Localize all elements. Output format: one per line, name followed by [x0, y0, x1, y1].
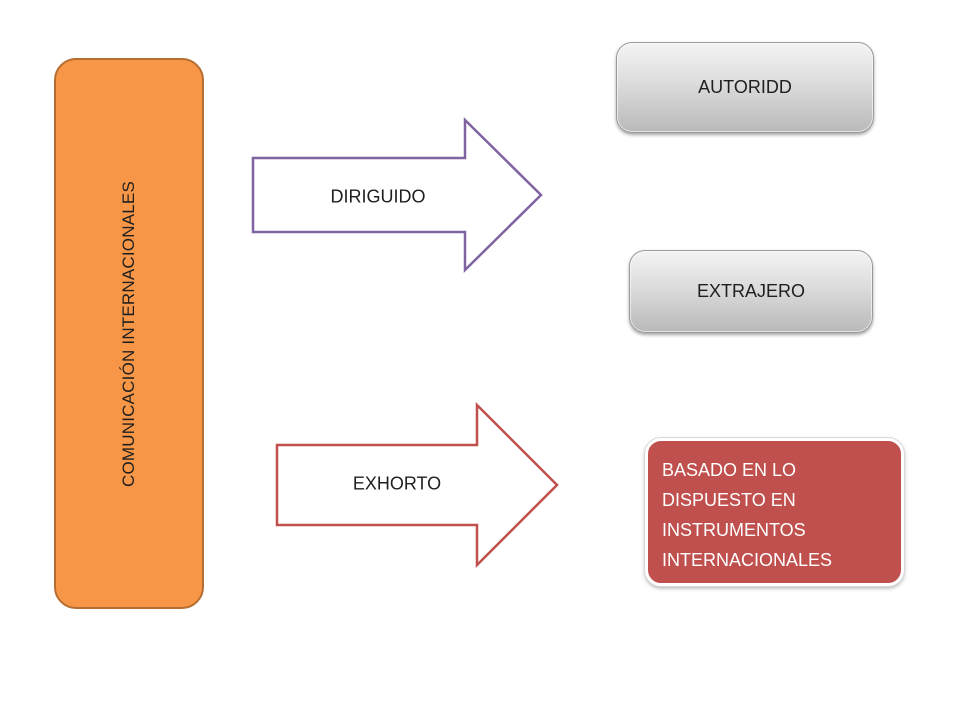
- box-instrumentos-line-4: INTERNACIONALES: [662, 550, 833, 570]
- main-concept-label: COMUNICACIÓN INTERNACIONALES: [119, 180, 138, 487]
- arrow-top-shape: [251, 117, 543, 273]
- arrow-top: [251, 117, 543, 273]
- arrow-bottom: [275, 401, 559, 569]
- arrow-top-label: DIRIGUIDO: [330, 186, 426, 207]
- box-autoridd-label: AUTORIDD: [698, 77, 792, 97]
- box-instrumentos: BASADO EN LO DISPUESTO EN INSTRUMENTOS I…: [645, 438, 904, 586]
- arrow-bottom-label: EXHORTO: [352, 473, 442, 494]
- box-extrajero-label: EXTRAJERO: [696, 281, 806, 301]
- box-instrumentos-line-3: INSTRUMENTOS: [662, 520, 806, 540]
- box-autoridd: AUTORIDD: [616, 42, 874, 133]
- main-concept-bar: COMUNICACIÓN INTERNACIONALES: [54, 58, 204, 609]
- box-extrajero: EXTRAJERO: [629, 250, 873, 333]
- box-instrumentos-line-2: DISPUESTO EN: [662, 490, 796, 510]
- arrow-bottom-shape: [275, 401, 559, 569]
- box-instrumentos-line-1: BASADO EN LO: [662, 460, 797, 480]
